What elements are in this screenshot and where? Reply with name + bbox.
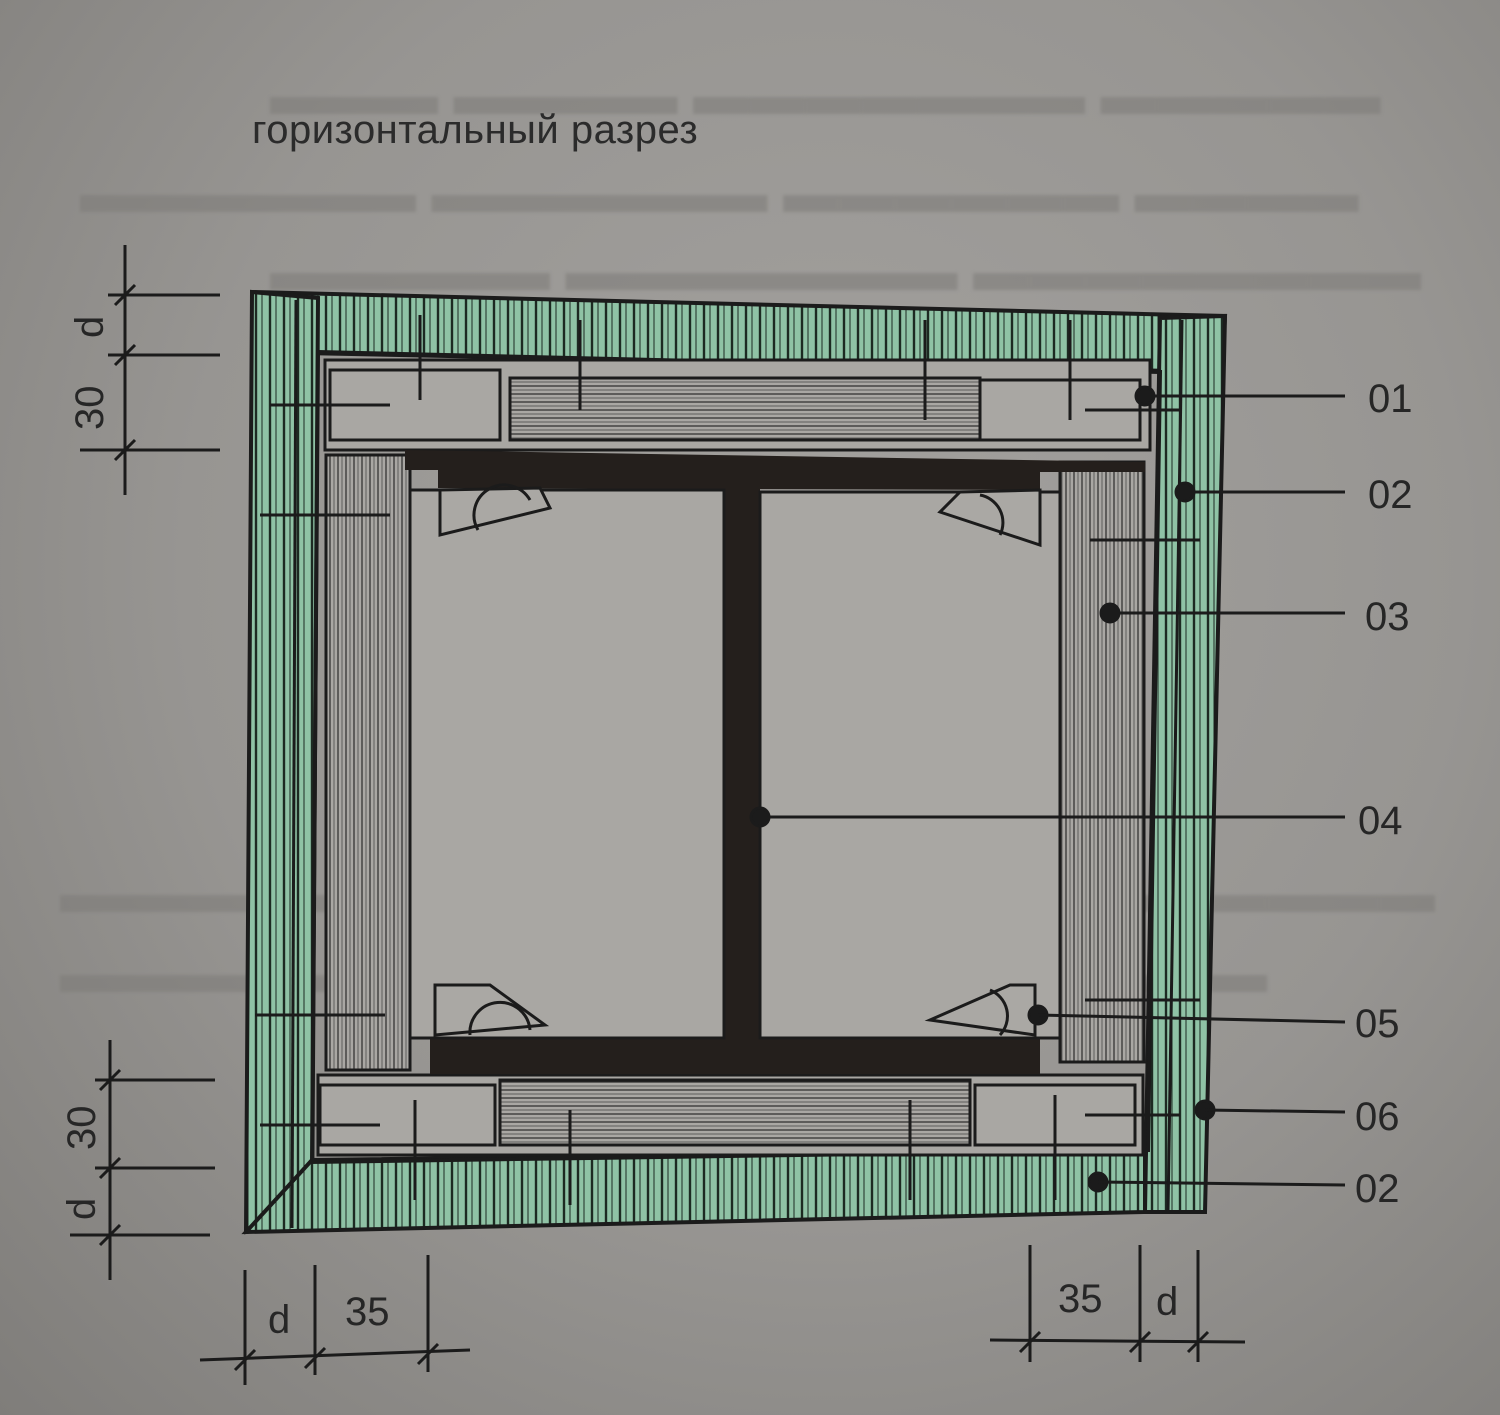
dimension-top-left [80,245,220,495]
show-through-text: ▬▬▬▬▬▬ ▬▬▬▬▬▬ ▬▬▬▬▬▬ ▬▬▬▬ [80,161,1359,224]
callout-05: 05 [1355,1002,1400,1046]
bottom-frame-profile [260,1073,1180,1205]
dim-top-d: d [68,316,112,338]
dim-right-d: d [1156,1280,1178,1324]
callout-06: 06 [1355,1095,1400,1139]
side-studs [255,453,1200,1072]
dimension-horizontal-left [199,1255,471,1385]
corner-fixings [433,483,1042,1037]
dim-bottom-d: d [60,1198,104,1220]
show-through-text: ▬▬▬ ▬▬▬▬ ▬▬▬▬▬▬▬ ▬▬▬▬▬ [270,63,1381,126]
section-caption: горизонтальный разрез [252,108,699,152]
callout-leaders [749,385,1346,1193]
dimension-bottom-left [70,1040,215,1280]
callout-01: 01 [1368,377,1413,421]
dim-top-30: 30 [68,386,112,431]
dim-left-d: d [268,1298,290,1342]
dimension-horizontal-right [989,1245,1246,1362]
callout-03: 03 [1365,595,1410,639]
steel-h-beam [405,450,1145,1074]
callout-04: 04 [1358,799,1403,843]
show-through-text: ▬▬▬▬▬ ▬▬▬▬▬▬▬ ▬▬▬▬▬▬▬▬ [270,239,1422,302]
dim-right-35: 35 [1058,1277,1103,1321]
callout-labels: 01 02 03 04 05 06 02 [1355,377,1413,1211]
callout-02-bottom: 02 [1355,1167,1400,1211]
top-frame-profile [270,315,1180,452]
dim-left-35: 35 [345,1290,390,1334]
dim-bottom-30: 30 [60,1106,104,1151]
callout-02: 02 [1368,473,1413,517]
